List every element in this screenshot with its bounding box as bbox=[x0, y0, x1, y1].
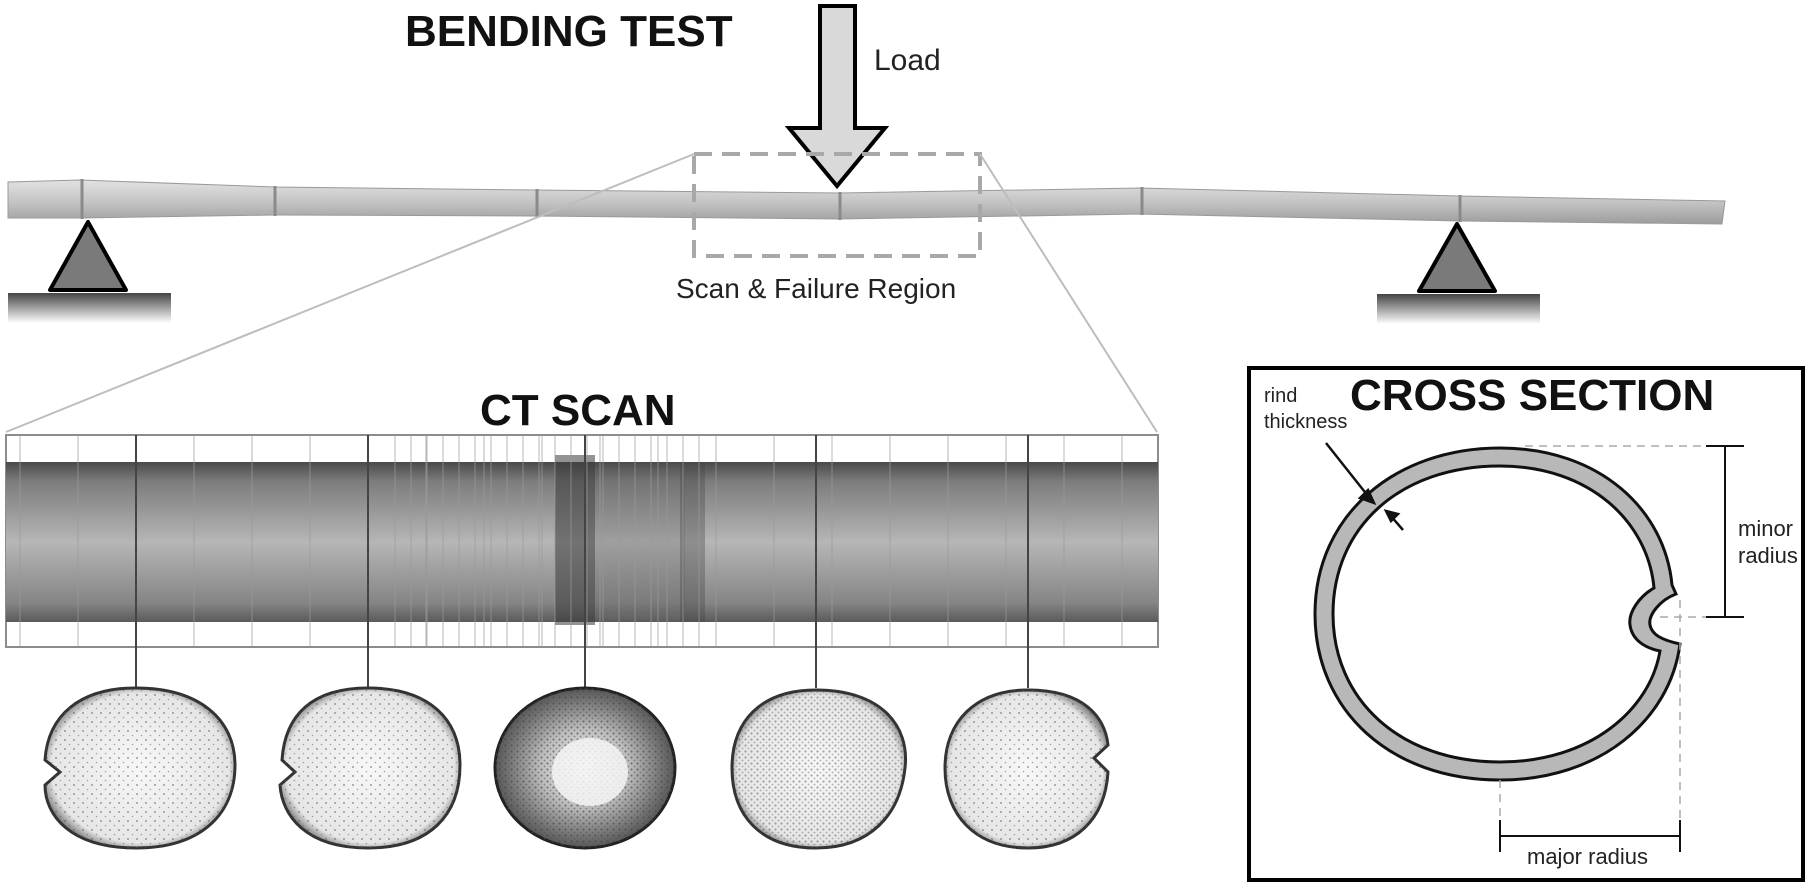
slice-cross-section-3-node bbox=[493, 686, 677, 850]
zoom-line-right bbox=[979, 153, 1158, 433]
load-label: Load bbox=[874, 44, 941, 77]
bending-test-title: BENDING TEST bbox=[405, 7, 733, 56]
left-support bbox=[8, 220, 171, 323]
minor-radius-dimension bbox=[1706, 445, 1744, 618]
ct-scan-title: CT SCAN bbox=[480, 386, 676, 435]
slice-cross-section-1 bbox=[43, 686, 237, 850]
slice-leader-lines bbox=[135, 435, 1029, 688]
major-radius-label: major radius bbox=[1527, 844, 1648, 869]
rind-thickness-label-line1: rind bbox=[1264, 385, 1297, 407]
scan-region-label: Scan & Failure Region bbox=[676, 273, 956, 304]
zoom-line-left bbox=[5, 153, 695, 433]
right-support bbox=[1377, 222, 1540, 324]
scan-region-box bbox=[692, 152, 982, 258]
slice-cross-section-5 bbox=[943, 688, 1110, 850]
cross-section-title: CROSS SECTION bbox=[1350, 371, 1714, 420]
major-radius-dimension bbox=[1499, 820, 1681, 852]
slice-cross-section-4 bbox=[730, 688, 908, 850]
slice-cross-section-2 bbox=[278, 686, 462, 850]
stalk-nodes bbox=[80, 179, 1462, 222]
minor-radius-label-line1: minor bbox=[1738, 516, 1793, 541]
rind-thickness-arrows bbox=[1325, 442, 1404, 531]
cross-section-ring bbox=[1313, 446, 1682, 782]
ct-scan-image bbox=[5, 434, 1159, 648]
minor-radius-label-line2: radius bbox=[1738, 543, 1798, 568]
load-arrow bbox=[784, 4, 890, 190]
corn-stalk bbox=[7, 179, 1726, 225]
rind-thickness-label-line2: thickness bbox=[1264, 411, 1347, 433]
